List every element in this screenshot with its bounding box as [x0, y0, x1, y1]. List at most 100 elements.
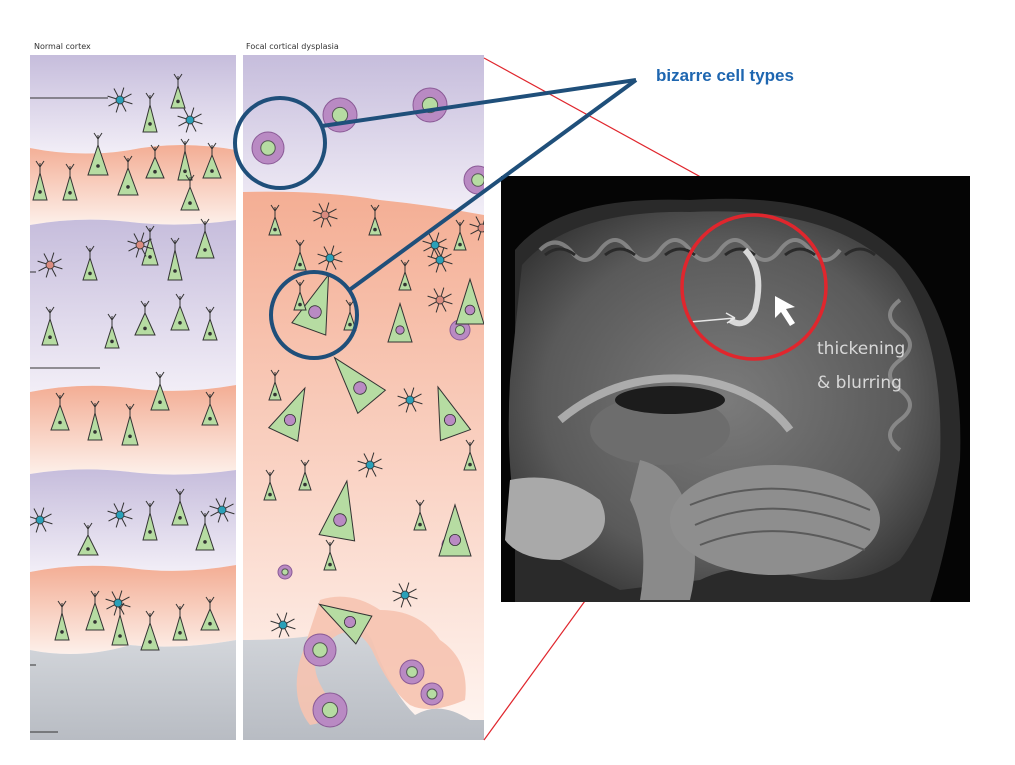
- pyramidal-neuron: [62, 163, 78, 201]
- pyramidal-neuron: [172, 603, 188, 641]
- dysmorphic-neuron: [455, 277, 484, 325]
- corpus-callosum: [557, 374, 794, 433]
- glial-cell: [392, 582, 418, 608]
- pyramidal-neuron: [85, 590, 105, 631]
- mri-label-line2: & blurring: [817, 373, 902, 393]
- pyramidal-neuron: [167, 237, 183, 281]
- normal-cortex-label: Normal cortex: [34, 42, 91, 51]
- balloon-cell: [399, 659, 425, 685]
- callout-line-mid: [346, 78, 638, 293]
- pyramidal-neuron: [170, 73, 186, 109]
- pyramidal-neuron: [142, 92, 158, 133]
- pyramidal-neuron: [134, 300, 156, 336]
- glial-cell: [397, 387, 423, 413]
- glial-cell: [127, 232, 153, 258]
- pyramidal-neuron: [323, 539, 337, 571]
- callout-circle-mid: [269, 270, 359, 360]
- dysmorphic-neuron: [438, 503, 472, 557]
- normal-cortex-panel: [30, 55, 236, 740]
- layer-3-purple: [30, 219, 236, 392]
- dysmorphic-neuron: [318, 603, 373, 645]
- pyramidal-neuron: [54, 600, 70, 641]
- pyramidal-neuron: [293, 239, 307, 271]
- mri-scan: [501, 176, 970, 602]
- dysmorphic-neuron: [437, 385, 472, 442]
- balloon-cell: [463, 165, 484, 195]
- pyramidal-neuron: [195, 218, 215, 259]
- pyramidal-neuron: [268, 369, 282, 401]
- pyramidal-neuron: [298, 459, 312, 491]
- pyramidal-neuron: [87, 132, 109, 176]
- brainstem: [630, 460, 695, 600]
- glial-cell: [270, 612, 296, 638]
- normal-neurons: [30, 73, 235, 651]
- pyramidal-neuron: [32, 160, 48, 201]
- skull-base: [505, 477, 605, 560]
- thalamus: [590, 395, 730, 465]
- balloon-cell: [277, 564, 293, 580]
- pyramidal-neuron: [202, 306, 218, 341]
- balloon-cell: [412, 87, 448, 123]
- thin-arrow: [689, 317, 736, 323]
- pyramidal-neuron: [398, 259, 412, 291]
- callout-circle-top: [233, 96, 327, 190]
- balloon-cell: [312, 692, 348, 728]
- pyramidal-neuron: [177, 138, 193, 181]
- glial-cell: [312, 202, 338, 228]
- glial-cell: [107, 502, 133, 528]
- pyramidal-neuron: [121, 403, 139, 446]
- pyramidal-neuron: [87, 400, 103, 441]
- glial-cell: [469, 216, 484, 241]
- pyramidal-neuron: [343, 299, 357, 331]
- glial-cell: [177, 107, 203, 133]
- pyramidal-neuron: [41, 306, 59, 346]
- pyramidal-neuron: [117, 155, 139, 196]
- dysmorphic-neuron: [267, 386, 306, 443]
- pyramidal-neuron: [263, 469, 277, 501]
- glial-cell: [427, 247, 453, 273]
- fcd-label: Focal cortical dysplasia: [246, 42, 339, 51]
- pyramidal-neuron: [413, 499, 427, 531]
- glial-cell: [317, 245, 343, 271]
- lesion-arrow-icon: [775, 296, 795, 326]
- pyramidal-neuron: [368, 204, 382, 236]
- balloon-cell: [251, 131, 285, 165]
- glial-cell: [105, 590, 131, 616]
- pyramidal-neuron: [150, 371, 170, 411]
- glial-cell: [37, 252, 63, 278]
- pyramidal-neuron: [140, 610, 160, 651]
- fcd-disorganized-cortex: [243, 191, 484, 740]
- pyramidal-neuron: [104, 313, 120, 349]
- pyramidal-neuron: [293, 279, 307, 311]
- pyramidal-neuron: [195, 510, 215, 551]
- glial-cell: [427, 287, 453, 313]
- pyramidal-neuron: [200, 596, 220, 631]
- pyramidal-neuron: [50, 392, 70, 431]
- dysmorphic-neuron: [318, 479, 356, 542]
- lesion-highlight-circle: [680, 213, 828, 361]
- pyramidal-neuron: [111, 602, 129, 646]
- pyramidal-neuron: [202, 142, 222, 179]
- pyramidal-neuron: [77, 522, 99, 556]
- cerebellum: [670, 465, 880, 575]
- layer-5-purple: [30, 469, 236, 572]
- pyramidal-neuron: [463, 439, 477, 471]
- dysmorphic-neuron: [387, 301, 413, 343]
- layer-1-purple: [30, 55, 236, 154]
- pyramidal-neuron: [453, 219, 467, 251]
- glial-cell: [107, 87, 133, 113]
- glial-cell: [422, 232, 448, 258]
- bizarre-cells-callout: [233, 78, 638, 360]
- pyramidal-neuron: [145, 144, 165, 179]
- cerebellar-folia: [689, 487, 871, 551]
- pyramidal-neuron: [180, 174, 200, 211]
- mri-label-line1: thickening: [817, 339, 906, 359]
- glial-cell: [30, 507, 53, 533]
- balloon-cell: [420, 682, 444, 706]
- balloon-cell: [303, 633, 337, 667]
- pyramidal-neuron: [170, 293, 190, 331]
- layer-6-salmon: [30, 565, 236, 654]
- fcd-molecular-layer: [243, 55, 484, 215]
- pyramidal-neuron: [141, 225, 159, 266]
